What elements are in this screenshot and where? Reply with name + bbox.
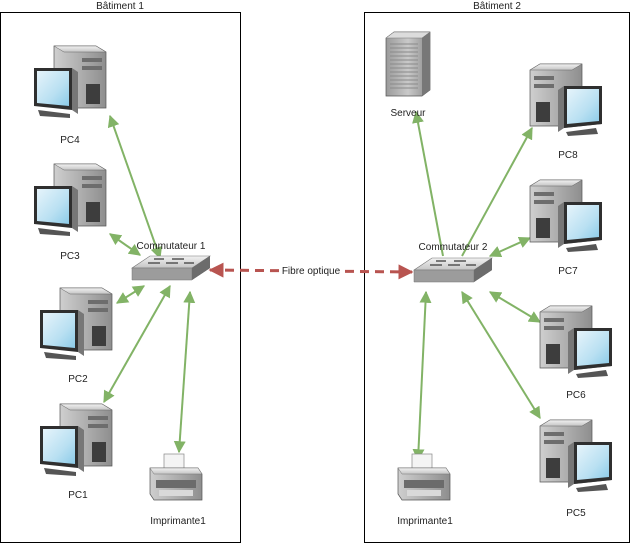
pc-icon [39,403,113,477]
printer2-label: Imprimante1 [397,516,453,527]
link-sw2-pc8[interactable] [461,126,533,257]
switch1-node[interactable]: Commutateur 1 [131,241,211,281]
fiber-label: Fibre optique [282,266,341,277]
server-icon [385,31,431,97]
pc-icon [33,45,107,119]
switch-icon [413,257,493,283]
printer2-node[interactable]: Imprimante1 [397,453,453,527]
pc8-node[interactable]: PC8 [529,63,603,161]
pc-icon [33,163,107,237]
switch2-label: Commutateur 2 [419,242,488,253]
pc1-node[interactable]: PC1 [39,403,113,501]
switch2-node[interactable]: Commutateur 2 [413,242,493,283]
link-sw1-pc2[interactable] [115,285,146,304]
pc-icon [539,305,613,379]
building-2-title: Bâtiment 2 [473,1,521,12]
pc4-label: PC4 [60,135,80,146]
pc1-label: PC1 [68,490,88,501]
printer1-label: Imprimante1 [150,516,206,527]
link-sw1-pc3[interactable] [109,233,141,256]
link-sw1-printer1[interactable] [173,290,196,454]
pc2-label: PC2 [68,374,88,385]
pc3-node[interactable]: PC3 [33,163,107,262]
pc5-label: PC5 [566,508,586,519]
pc4-node[interactable]: PC4 [33,45,107,146]
pc8-label: PC8 [558,150,578,161]
link-sw2-pc6[interactable] [488,291,542,323]
pc-icon [529,179,603,253]
printer1-node[interactable]: Imprimante1 [149,453,206,527]
server-label: Serveur [390,108,426,119]
links-building-2 [412,110,542,462]
link-sw2-pc5[interactable] [461,290,541,420]
pc-icon [39,287,113,361]
fiber-backbone[interactable]: Fibre optique [208,262,414,280]
switch-icon [131,255,211,281]
link-sw1-pc4[interactable] [107,114,163,260]
pc3-label: PC3 [60,251,80,262]
pc5-node[interactable]: PC5 [539,419,613,519]
pc6-label: PC6 [566,390,586,401]
links-building-1 [103,114,196,454]
link-sw2-printer2[interactable] [412,290,432,462]
server-node[interactable]: Serveur [385,31,431,119]
building-1-title: Bâtiment 1 [96,1,144,12]
printer-icon [397,453,451,501]
link-sw2-pc7[interactable] [488,236,532,258]
pc-icon [539,419,613,493]
printer-icon [149,453,203,501]
pc-icon [529,63,603,137]
pc7-node[interactable]: PC7 [529,179,603,277]
link-sw1-pc1[interactable] [103,284,171,404]
switch1-label: Commutateur 1 [137,241,206,252]
link-sw2-server[interactable] [412,110,444,257]
pc6-node[interactable]: PC6 [539,305,613,401]
pc2-node[interactable]: PC2 [39,287,113,385]
pc7-label: PC7 [558,266,578,277]
